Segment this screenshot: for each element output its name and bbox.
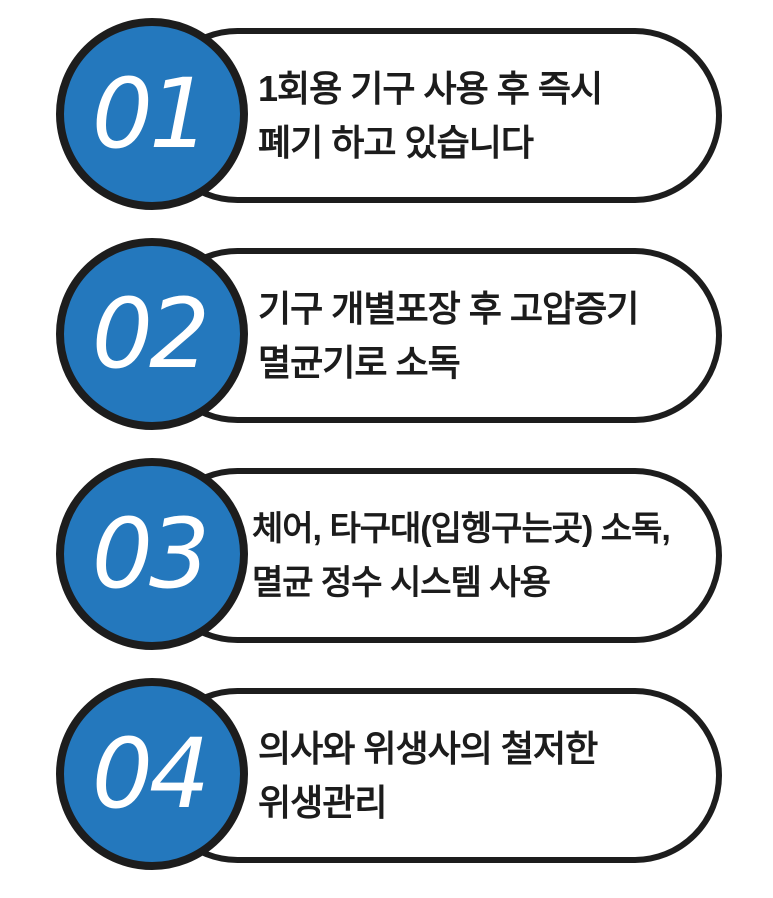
step-4-number-badge: 04 <box>56 678 248 870</box>
step-3-text-line2: 멸균 정수 시스템 사용 <box>252 563 551 602</box>
step-3-number: 03 <box>91 498 210 610</box>
step-4-number: 04 <box>91 718 210 830</box>
step-3-text-line1: 체어, 타구대(입헹구는곳) 소독, <box>252 509 671 548</box>
step-row-1: 1회용 기구 사용 후 즉시 폐기 하고 있습니다 01 <box>0 18 773 238</box>
step-1-text-line2: 폐기 하고 있습니다 <box>258 121 534 163</box>
step-row-3: 체어, 타구대(입헹구는곳) 소독, 멸균 정수 시스템 사용 03 <box>0 458 773 678</box>
step-1-text-line1: 1회용 기구 사용 후 즉시 <box>258 67 603 109</box>
step-4-text-line2: 위생관리 <box>258 781 387 823</box>
step-3-number-badge: 03 <box>56 458 248 650</box>
step-3-text: 체어, 타구대(입헹구는곳) 소독, 멸균 정수 시스템 사용 <box>156 502 690 610</box>
step-2-number: 02 <box>91 278 210 390</box>
step-1-number-badge: 01 <box>56 18 248 210</box>
step-1-number: 01 <box>91 58 210 170</box>
step-1-text: 1회용 기구 사용 후 즉시 폐기 하고 있습니다 <box>156 62 622 170</box>
step-4-text-line1: 의사와 위생사의 철저한 <box>258 727 598 769</box>
step-2-pill: 기구 개별포장 후 고압증기 멸균기로 소독 <box>150 248 722 423</box>
step-row-2: 기구 개별포장 후 고압증기 멸균기로 소독 02 <box>0 238 773 458</box>
step-2-text: 기구 개별포장 후 고압증기 멸균기로 소독 <box>156 282 658 390</box>
step-4-text: 의사와 위생사의 철저한 위생관리 <box>156 722 617 830</box>
step-2-text-line2: 멸균기로 소독 <box>258 341 461 383</box>
step-2-text-line1: 기구 개별포장 후 고압증기 <box>258 287 639 329</box>
step-2-number-badge: 02 <box>56 238 248 430</box>
step-row-4: 의사와 위생사의 철저한 위생관리 04 <box>0 678 773 898</box>
